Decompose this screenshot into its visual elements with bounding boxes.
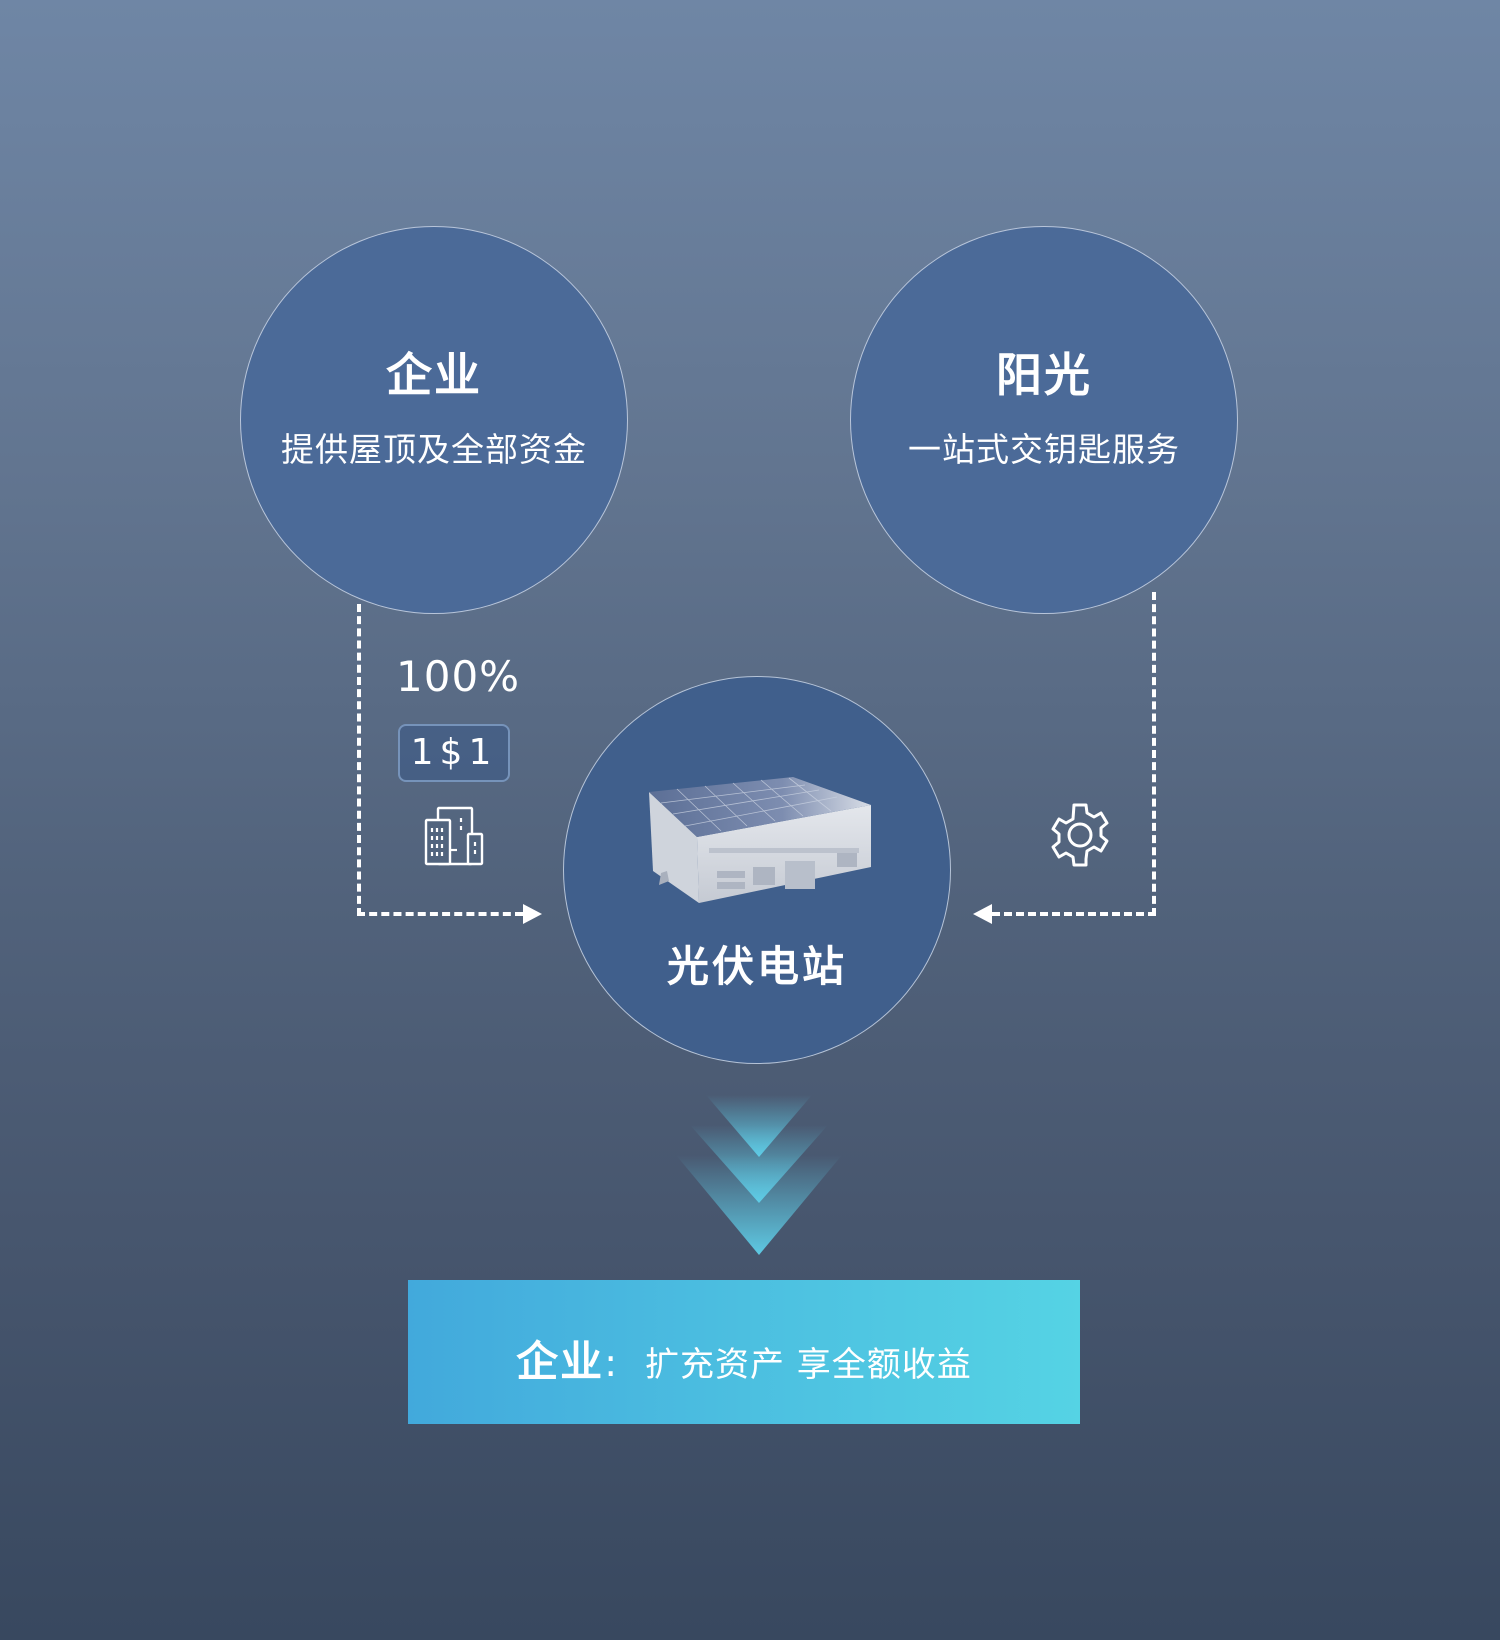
result-colon: : — [604, 1341, 617, 1385]
ratio-text: 1$1 — [410, 732, 498, 773]
result-banner: 企业: 扩充资产 享全额收益 — [408, 1280, 1080, 1424]
gear-icon — [1046, 802, 1114, 870]
result-value: 扩充资产 享全额收益 — [645, 1345, 972, 1385]
ratio-badge: 1$1 — [398, 724, 510, 782]
sungrow-subtitle: 一站式交钥匙服务 — [908, 430, 1180, 469]
buildings-icon — [424, 806, 484, 866]
sungrow-title: 阳光 — [996, 348, 1092, 402]
arrow-right-icon — [523, 904, 542, 924]
right-connector-horizontal — [992, 912, 1156, 916]
left-connector-horizontal — [357, 912, 523, 916]
sungrow-node: 阳光 一站式交钥匙服务 — [850, 226, 1238, 614]
enterprise-title: 企业 — [386, 348, 482, 402]
solar-building-image — [649, 777, 871, 903]
result-label: 企业 — [516, 1337, 605, 1386]
left-connector-vertical — [357, 604, 361, 916]
result-text: 企业: 扩充资产 享全额收益 — [408, 1328, 1080, 1389]
arrow-left-icon — [973, 904, 992, 924]
chevron-down-icon — [676, 1095, 842, 1255]
enterprise-node: 企业 提供屋顶及全部资金 — [240, 226, 628, 614]
station-title: 光伏电站 — [666, 942, 847, 991]
enterprise-subtitle: 提供屋顶及全部资金 — [281, 430, 587, 469]
funding-percent: 100% — [396, 652, 521, 701]
right-connector-vertical — [1152, 592, 1156, 916]
station-node: 光伏电站 — [563, 676, 951, 1064]
